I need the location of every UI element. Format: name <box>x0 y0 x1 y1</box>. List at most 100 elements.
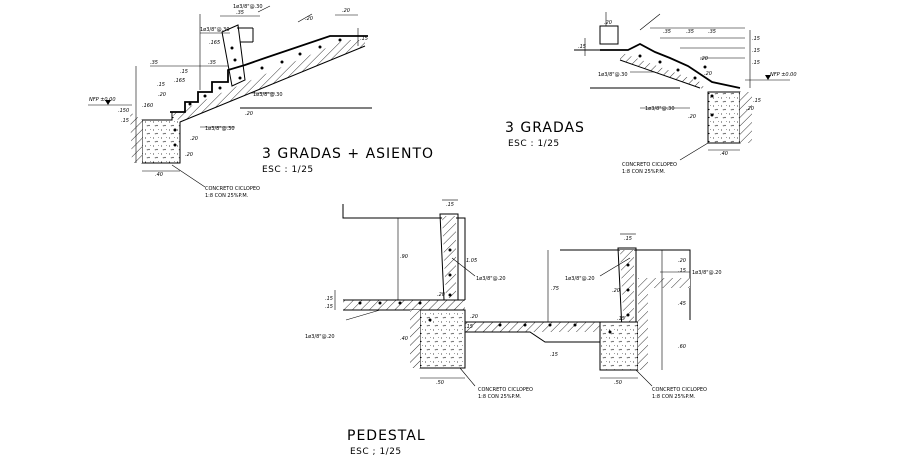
footing <box>707 91 741 144</box>
rebar-dots <box>173 38 342 147</box>
dimension-label: .60 <box>678 344 686 350</box>
rebar-label: 1ø3/8"@.30 <box>205 126 235 132</box>
leader-lines <box>345 257 690 387</box>
rebar-label: 1ø3/8"@.30 <box>253 92 283 98</box>
stair-profile <box>600 42 741 89</box>
dimension-label: .15 <box>550 352 558 358</box>
soil-hatch <box>410 310 420 368</box>
dimension-label: .15 <box>465 324 473 330</box>
concrete-note: 1:8 CON 25%P.M. <box>478 394 522 400</box>
leader-lines <box>630 13 709 161</box>
dimension-label: .20 <box>604 20 612 26</box>
dimension-label: .35 <box>236 10 244 16</box>
rebar-label: 1ø3/8"@.30 <box>645 106 675 112</box>
dimension-label: .165 <box>209 40 220 46</box>
detail-title: 3 GRADAS + ASIENTO <box>262 146 434 162</box>
rebar-label: 1ø3/8"@.20 <box>476 276 506 282</box>
step-outline <box>599 25 619 45</box>
rebar-label: 1ø3/8"@.30 <box>233 4 263 10</box>
dimension-label: .20 <box>678 258 686 264</box>
pedestal-outline <box>342 204 466 300</box>
soil-hatch <box>638 288 648 370</box>
dimension-label: .15 <box>578 44 586 50</box>
dimension-lines <box>584 12 751 151</box>
floor-slab <box>465 322 600 332</box>
dimension-label: .45 <box>678 301 686 307</box>
concrete-note: 1:8 CON 25%P.M. <box>205 193 249 199</box>
dimension-label: .20 <box>158 92 166 98</box>
concrete-note: CONCRETO CICLOPEO <box>622 162 677 168</box>
dimension-lines <box>135 14 359 172</box>
dimension-label: .165 <box>174 78 185 84</box>
dimension-label: .20 <box>688 114 696 120</box>
dimension-label: .40 <box>155 172 163 178</box>
dimension-label: .20 <box>245 111 253 117</box>
dimension-label: .90 <box>400 254 408 260</box>
stair-slab <box>172 40 365 122</box>
dimension-label: .15 <box>325 304 333 310</box>
stair-profile <box>170 35 368 113</box>
dimension-label: .15 <box>325 296 333 302</box>
dimension-label: .20 <box>305 16 313 22</box>
dimension-label: .20 <box>746 106 754 112</box>
dimension-label: .15 <box>678 268 686 274</box>
soil-hatch <box>740 92 752 143</box>
dimension-label: .15 <box>180 69 188 75</box>
rebar-label: 1ø3/8"@.20 <box>692 270 722 276</box>
floor-slab <box>638 278 690 288</box>
detail-title: 3 GRADAS <box>505 120 585 136</box>
stair-slab <box>620 52 706 90</box>
dimension-label: .20 <box>704 71 712 77</box>
dimension-label: .35 <box>150 60 158 66</box>
floor-slab <box>343 300 465 310</box>
concrete-note: CONCRETO CICLOPEO <box>205 186 260 192</box>
dimension-label: .20 <box>185 152 193 158</box>
rebar-dots <box>638 54 714 117</box>
dimension-label: .35 <box>208 60 216 66</box>
concrete-note: 1:8 CON 25%P.M. <box>652 394 696 400</box>
level-marker: NFP ±0.00 <box>745 72 797 81</box>
dimension-lines <box>334 199 663 379</box>
concrete-note: 1:8 CON 25%P.M. <box>622 169 666 175</box>
detail-scale: ESC : 1/25 <box>262 165 314 175</box>
level-marker: NFP ±0.00 <box>88 97 132 106</box>
dimension-label: .20 <box>700 56 708 62</box>
dimension-label: .35 <box>686 29 694 35</box>
dimension-label: .50 <box>614 380 622 386</box>
detail-scale: ESC ; 1/25 <box>350 447 402 457</box>
detail-title: PEDESTAL <box>347 428 426 444</box>
footing <box>141 111 181 164</box>
concrete-note: CONCRETO CICLOPEO <box>652 387 707 393</box>
dimension-label: .15 <box>360 36 368 42</box>
dimension-label: .50 <box>436 380 444 386</box>
dimension-label: .15 <box>752 48 760 54</box>
rebar-label: 1ø3/8"@.20 <box>565 276 595 282</box>
dimension-label: .20 <box>342 8 350 14</box>
dimension-label: .35 <box>708 29 716 35</box>
dimension-label: .35 <box>663 29 671 35</box>
rebar-label: 1ø3/8"@.30 <box>598 72 628 78</box>
dimension-label: .150 <box>118 108 129 114</box>
dimension-label: .15 <box>121 118 129 124</box>
footing <box>419 309 466 369</box>
detail-scale: ESC : 1/25 <box>508 139 560 149</box>
dimension-label: 1.05 <box>466 258 477 264</box>
detail-gradas-asiento: NFP ±0.00 <box>88 4 434 199</box>
dimension-label: .15 <box>157 82 165 88</box>
level-label: NFP ±0.00 <box>770 72 797 78</box>
dimension-label: .20 <box>612 288 620 294</box>
dimension-label: .40 <box>400 336 408 342</box>
rebar-label: 1ø3/8"@.30 <box>200 27 230 33</box>
dimension-label: .15 <box>752 60 760 66</box>
dimension-label: .20 <box>437 292 445 298</box>
dimension-label: .40 <box>720 151 728 157</box>
leader-lines <box>171 5 313 188</box>
dimension-label: .15 <box>617 316 625 322</box>
footing <box>599 321 639 371</box>
rebar-dots <box>358 248 630 334</box>
dimension-label: .20 <box>470 314 478 320</box>
concrete-note: CONCRETO CICLOPEO <box>478 387 533 393</box>
dimension-label: .15 <box>752 36 760 42</box>
seat-back <box>439 213 459 301</box>
